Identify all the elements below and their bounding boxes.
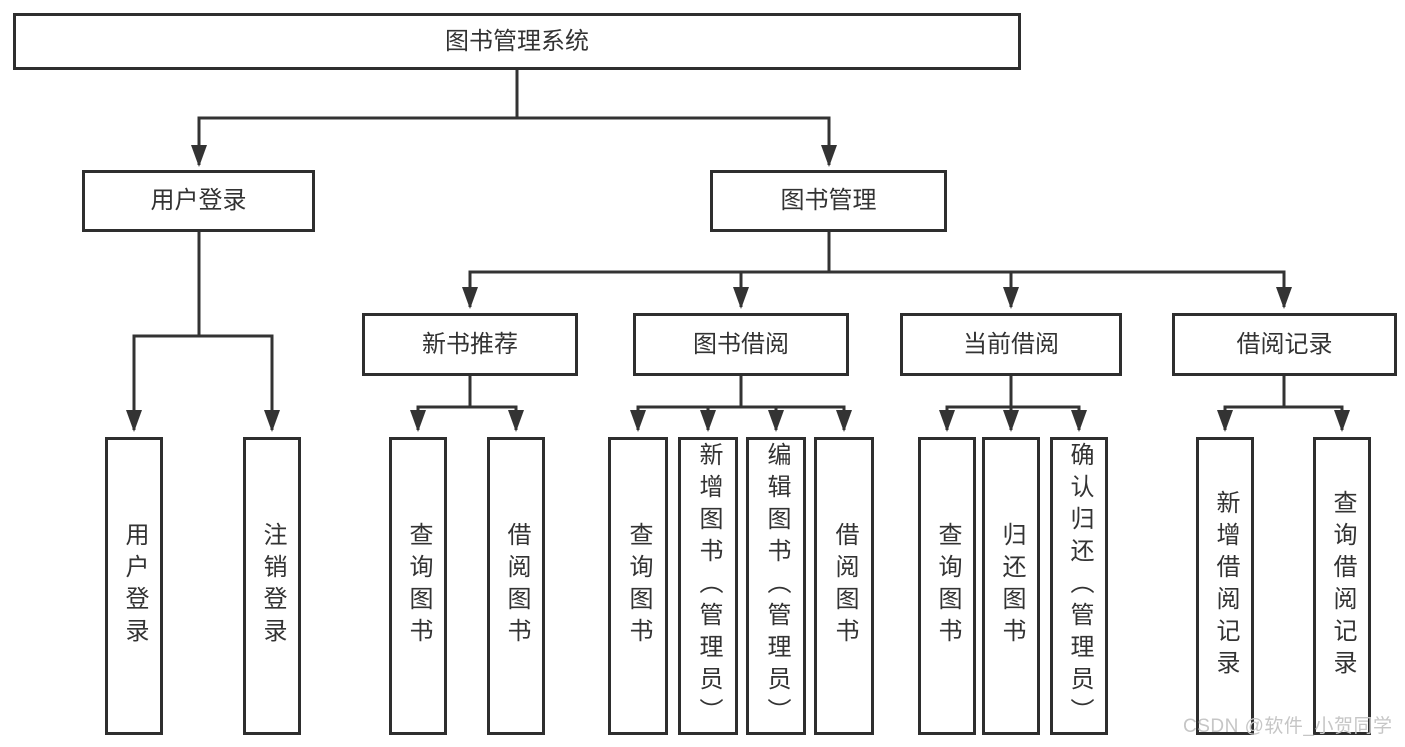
wires-borrow-records-split: [1217, 376, 1350, 432]
leaf-add-book-admin-label: 新增图书（管理员）: [695, 442, 722, 730]
leaf-edit-book-admin-label: 编辑图书（管理员）: [763, 442, 790, 730]
leaf-logout-label: 注销登录: [259, 522, 286, 650]
leaf-borrow-books: 借阅图书: [814, 437, 874, 735]
node-borrow-records-label: 借阅记录: [1236, 330, 1333, 358]
leaf-return-books: 归还图书: [982, 437, 1040, 735]
node-library-system-label: 图书管理系统: [445, 27, 589, 55]
leaf-query-books-current: 查询图书: [918, 437, 976, 735]
leaf-confirm-return-admin: 确认归还（管理员）: [1050, 437, 1108, 735]
wires-user-login-split: [126, 232, 280, 432]
node-book-borrow-label: 图书借阅: [693, 330, 789, 358]
leaf-borrow-books-recommend-label: 借阅图书: [503, 522, 530, 650]
wires-new-books-split: [410, 376, 524, 432]
leaf-query-books-recommend-label: 查询图书: [405, 522, 432, 650]
wires-book-mgmt-split: [462, 232, 1292, 309]
node-borrow-records: 借阅记录: [1172, 313, 1397, 376]
wires-root-split: [191, 70, 837, 167]
leaf-query-borrow-record: 查询借阅记录: [1313, 437, 1371, 735]
wires-current-borrow-split: [939, 376, 1087, 432]
node-new-book-recommend-label: 新书推荐: [422, 330, 518, 358]
leaf-edit-book-admin: 编辑图书（管理员）: [746, 437, 806, 735]
node-user-login-label: 用户登录: [150, 187, 247, 214]
leaf-add-borrow-record-label: 新增借阅记录: [1212, 490, 1239, 682]
leaf-return-books-label: 归还图书: [998, 522, 1025, 650]
leaf-query-books-current-label: 查询图书: [934, 522, 961, 650]
leaf-borrow-books-recommend: 借阅图书: [487, 437, 545, 735]
node-current-borrow-label: 当前借阅: [963, 330, 1059, 358]
leaf-borrow-books-label: 借阅图书: [831, 522, 858, 650]
leaf-confirm-return-admin-label: 确认归还（管理员）: [1066, 442, 1093, 730]
leaf-query-books-recommend: 查询图书: [389, 437, 447, 735]
csdn-watermark: CSDN @软件_小贺同学: [1183, 716, 1393, 737]
node-book-management: 图书管理: [710, 170, 947, 232]
leaf-user-login-label: 用户登录: [121, 522, 148, 650]
node-book-borrow: 图书借阅: [633, 313, 849, 376]
node-library-system: 图书管理系统: [13, 13, 1021, 70]
node-user-login: 用户登录: [82, 170, 315, 232]
wires-book-borrow-split: [630, 376, 852, 432]
node-current-borrow: 当前借阅: [900, 313, 1122, 376]
node-book-management-label: 图书管理: [780, 187, 877, 214]
leaf-logout: 注销登录: [243, 437, 301, 735]
node-new-book-recommend: 新书推荐: [362, 313, 578, 376]
leaf-query-borrow-record-label: 查询借阅记录: [1329, 490, 1356, 682]
leaf-add-borrow-record: 新增借阅记录: [1196, 437, 1254, 735]
leaf-user-login: 用户登录: [105, 437, 163, 735]
leaf-query-books-borrow: 查询图书: [608, 437, 668, 735]
leaf-add-book-admin: 新增图书（管理员）: [678, 437, 738, 735]
leaf-query-books-borrow-label: 查询图书: [625, 522, 652, 650]
